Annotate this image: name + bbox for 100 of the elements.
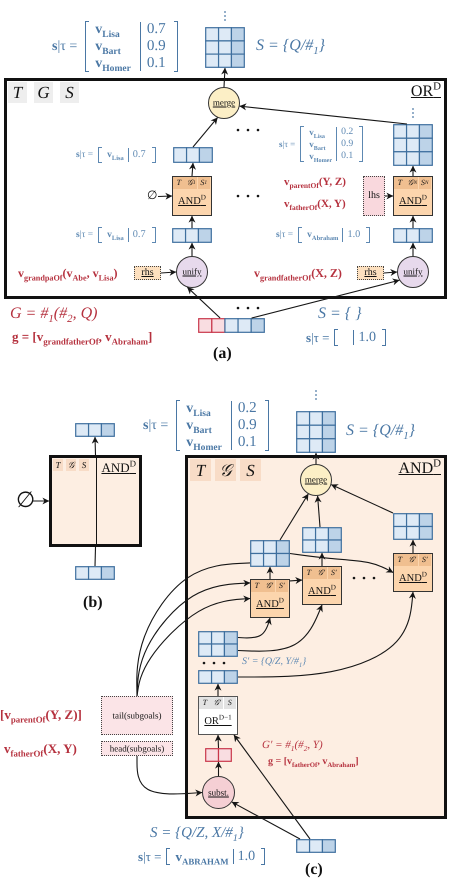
symbol-tile: T [8,82,27,103]
arrow [160,268,176,276]
merge-circle [208,87,240,119]
vector-symbol: v$_{Lisa}$ [107,149,124,163]
module-title: AND$^{D}$ [308,587,336,598]
arrow [290,552,394,573]
score-value: 0.9 [341,138,354,150]
score-equation-label: s|τ = [279,139,296,149]
substitution-text: S = { } [318,306,362,322]
tensor-grid [173,147,213,163]
score-equation-label: s|τ = [52,38,78,54]
rule-label: tail(subgoals) [112,711,162,720]
arrow [238,592,416,678]
score-value: 0.9 [146,38,166,55]
score-value: 1.0 [238,848,256,865]
unify-circle [397,256,429,288]
empty-set-label: ∅ [16,489,32,513]
tensor-grid [198,318,265,333]
arrow [410,166,416,176]
module-title: AND$^{D}$ [101,461,136,474]
symbol-tile: T [251,580,263,592]
arrow [158,192,172,200]
vector-symbol: v$_{Homer}$ [95,55,131,72]
module-title: OR$^{D−1}$ [204,717,232,728]
goal-vector-text: g = [v$_{fatherOf}$, v$_{Abraham}$] [268,757,359,767]
or-module-panel [4,78,447,299]
empty-set-label: ∅ [147,189,158,204]
arrow [214,734,222,748]
symbol-tile: S [240,459,261,481]
arrow [92,436,99,456]
module-title: AND$^{D}$ [178,197,206,208]
rule-label: rhs [364,268,377,278]
symbol-tile: S [79,459,89,471]
arrow [234,734,310,840]
score-value: 0.7 [132,148,146,162]
and-module-box [393,176,433,216]
tensor-grid [75,423,115,437]
tensor-grid [250,540,290,567]
vector-symbol: v$_{Lisa}$ [95,21,121,38]
arrow [221,68,228,88]
arrow [385,192,394,200]
tensor-grid [302,527,342,553]
vector-symbol: v$_{Bart}$ [95,38,122,55]
arrow [331,484,394,514]
arrow [214,684,222,696]
score-equation-label: s|τ = [76,150,94,160]
symbol-tile: S [60,82,79,103]
symbol-tile: 𝒢′ [315,567,328,579]
symbol-tile: 𝒢′ [211,697,224,709]
substitution-text: S′ = {Q/Z, Y/#$_{1}$} [242,657,306,667]
operation-label: subst. [208,788,229,797]
subgoals-box [101,741,173,756]
vector-symbol: v$_{Lisa}$ [309,126,326,138]
goal-tensor-grid [205,748,232,762]
vector-symbol: v$_{Homer}$ [186,434,222,451]
symbol-tile: S [224,697,236,709]
tensor-grid [393,513,433,540]
panel-label: (b) [83,595,103,611]
arrow [280,494,309,540]
tensor-grid [296,839,336,853]
arrow [239,103,408,125]
arrow [266,566,274,579]
score-value: 0.1 [146,55,166,72]
module-title: AND$^{D}$ [399,574,427,584]
symbol-tile: T [394,554,406,566]
operation-label: merge [212,98,236,108]
and-module-box [393,553,433,592]
arrow [410,540,416,553]
vector-symbol: v$_{Homer}$ [309,150,332,162]
vector-symbol: v$_{Bart}$ [309,138,327,150]
subgoals-box [101,696,173,735]
module-title: OR$^{D}$ [410,84,441,100]
vector-symbol: v$_{Lisa}$ [186,400,212,417]
arrow [32,498,50,504]
and-module-panel [185,455,447,819]
arrow [232,802,300,840]
arrow [312,452,320,464]
panel-label: (a) [213,346,232,362]
module-title: AND$^{D}$ [398,461,441,477]
tensor-grid [205,27,245,68]
vector-symbol: v$_{Lisa}$ [107,229,124,243]
score-value: 0.9 [238,417,257,434]
score-value: 1.0 [358,329,376,346]
unify-circle [176,256,208,288]
goal-text: G = #$_{1}$(#$_{2}$, Q) [10,306,98,322]
arrow [410,216,416,228]
or-module-box [198,696,238,735]
rule-label: head(subgoals) [110,744,164,753]
arrow [318,552,326,566]
module-title: AND$^{D}$ [399,197,427,208]
substitution-text: S = {Q/#$_{1}$} [346,423,416,439]
score-value: 0.2 [238,400,257,417]
symbol-tile: S′ [418,554,431,566]
vector-symbol: v$_{Bart}$ [186,417,213,434]
arrow [215,762,222,776]
score-value: 0.1 [238,434,257,451]
arrow [238,604,323,652]
score-value: 1.0 [347,228,360,242]
tensor-grid [172,228,212,243]
vector-symbol: v$_{ABRAHAM}$ [175,848,229,865]
